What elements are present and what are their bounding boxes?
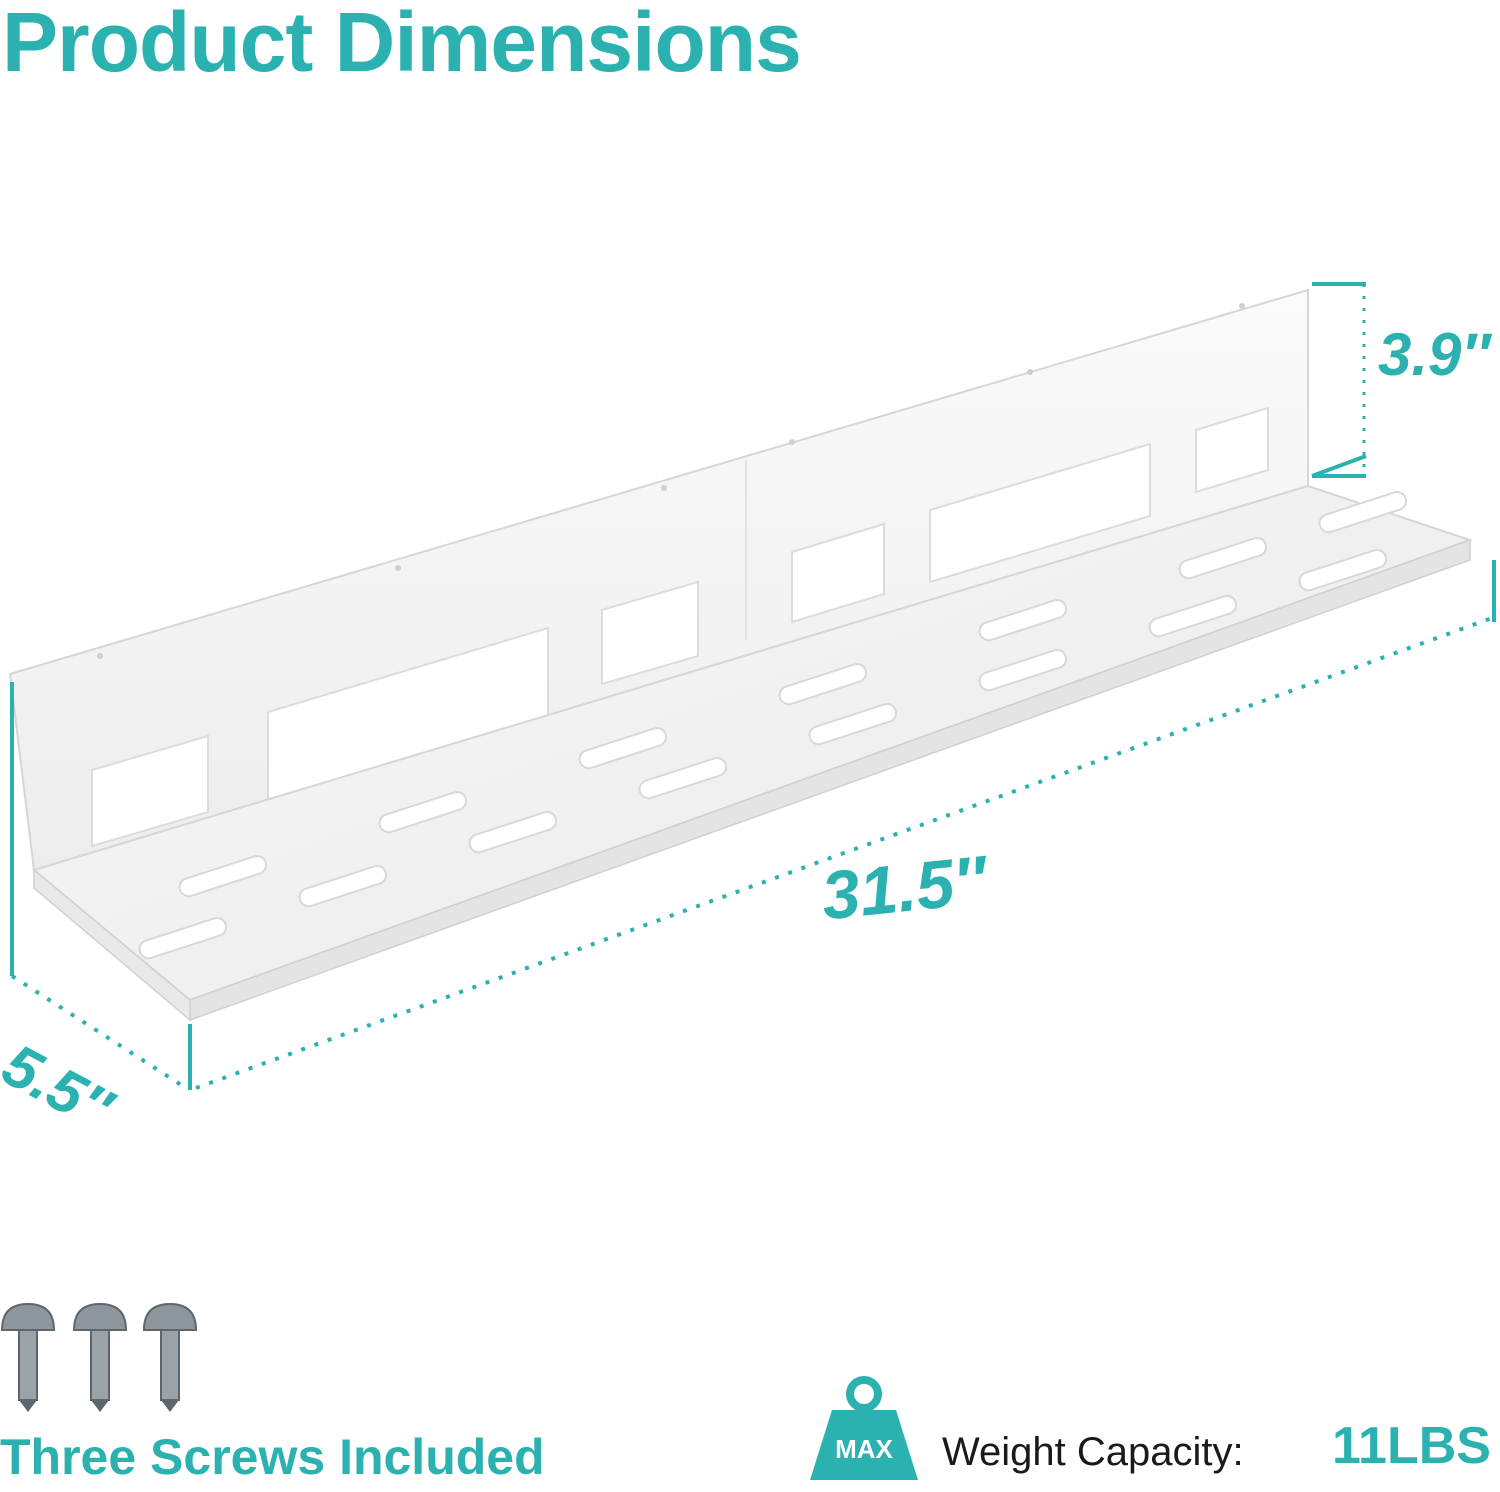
weight-value: 11LBS bbox=[1332, 1417, 1491, 1475]
weight-label: Weight Capacity: bbox=[942, 1430, 1244, 1474]
screws-group bbox=[0, 1302, 198, 1412]
screw-icon bbox=[0, 1302, 56, 1412]
screws-caption: Three Screws Included bbox=[0, 1429, 545, 1485]
shelf-base-tray bbox=[31, 484, 1474, 1022]
page-title: Product Dimensions bbox=[2, 0, 802, 89]
weight-capacity: MAX Weight Capacity: 11LBS bbox=[808, 1372, 1498, 1492]
weight-icon: MAX bbox=[810, 1376, 918, 1480]
screw-icon bbox=[142, 1302, 198, 1412]
weight-icon-text: MAX bbox=[835, 1434, 893, 1464]
shelf-back-panel bbox=[8, 288, 1309, 872]
dimension-guides bbox=[10, 282, 1496, 1090]
dimension-height-label: 3.9″ bbox=[1378, 321, 1491, 388]
screw-icon bbox=[72, 1302, 128, 1412]
